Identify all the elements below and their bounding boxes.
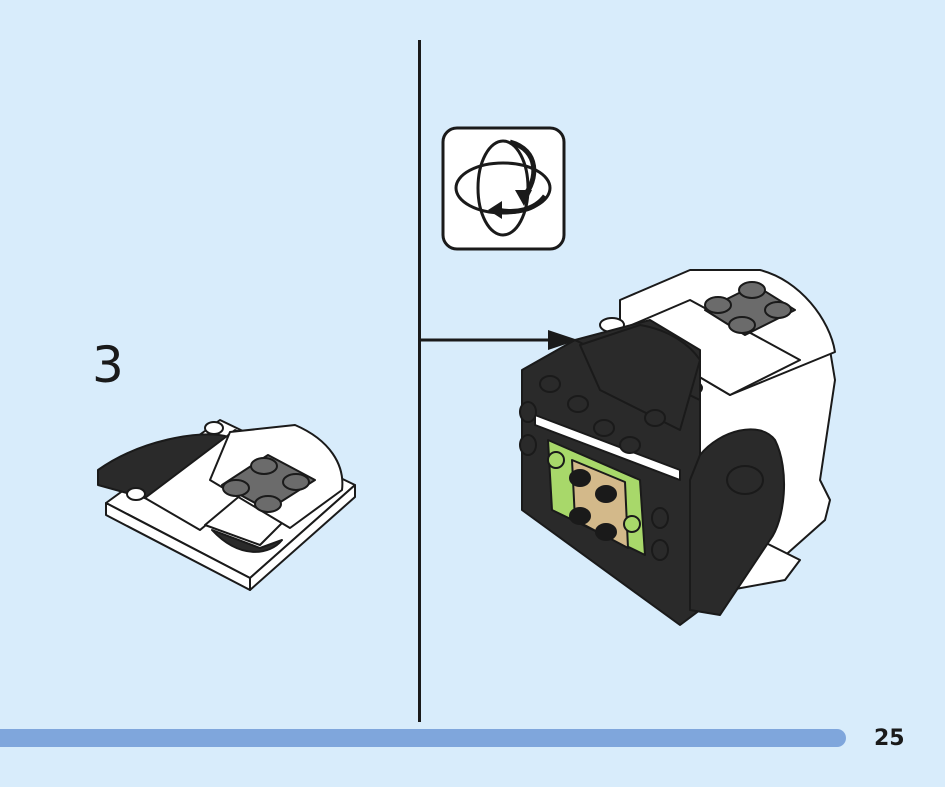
step-number: 3 <box>92 336 124 394</box>
attach-arrow-icon <box>420 330 578 350</box>
sub-assembly <box>97 419 356 591</box>
main-model <box>519 269 836 626</box>
step-divider <box>418 40 421 722</box>
progress-bar <box>0 729 846 747</box>
page-number: 25 <box>874 726 905 751</box>
rotate-model-icon <box>441 126 566 251</box>
